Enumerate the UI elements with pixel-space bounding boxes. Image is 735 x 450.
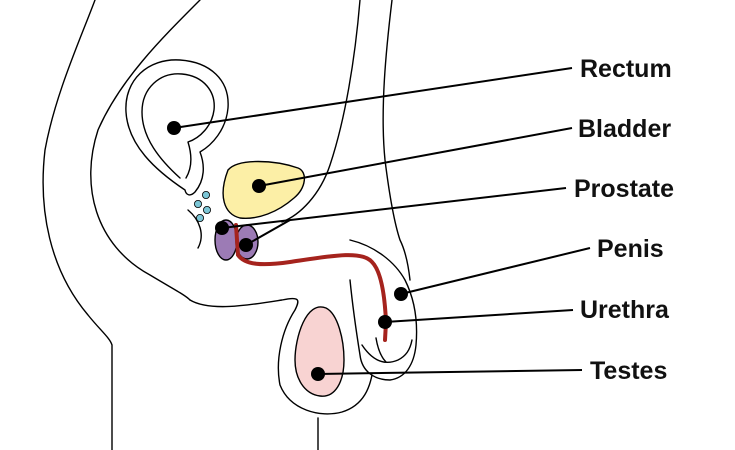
marker-rectum: [167, 121, 181, 135]
label-testes: Testes: [590, 357, 667, 385]
label-bladder: Bladder: [578, 115, 671, 143]
back-inner-contour: [90, 0, 201, 301]
label-penis: Penis: [597, 235, 664, 263]
rectum-outer-wall: [125, 59, 229, 196]
vesicle-2: [193, 199, 202, 208]
seminal-vesicles: [193, 190, 211, 222]
body-outline: [42, 0, 418, 450]
marker-penis: [394, 287, 408, 301]
marker-bladder: [252, 179, 266, 193]
testes-shape: [294, 306, 345, 397]
back-contour: [42, 0, 113, 450]
glans-contour: [361, 339, 413, 363]
abdomen-inner-contour: [281, 0, 361, 223]
leader-urethra: [384, 309, 574, 323]
rectum: [125, 59, 229, 249]
label-rectum: Rectum: [580, 55, 672, 83]
leader-testes: [317, 369, 583, 375]
leader-prostate-2: [245, 219, 291, 246]
marker-dots: [167, 121, 408, 381]
leader-bladder: [258, 127, 573, 187]
vesicle-1: [201, 190, 210, 199]
foreskin-contour: [375, 337, 387, 363]
marker-testes: [311, 367, 325, 381]
marker-prostate-right: [239, 238, 253, 252]
urethra: [234, 223, 389, 342]
marker-prostate-left: [215, 221, 229, 235]
vesicle-3: [202, 205, 211, 214]
rectum-fold: [187, 209, 202, 249]
abdomen-contour: [382, 0, 411, 281]
perineum-contour: [189, 297, 373, 415]
vesicle-4: [195, 213, 204, 222]
label-prostate: Prostate: [574, 175, 674, 203]
leader-rectum: [173, 67, 573, 129]
penis-contour: [349, 239, 418, 381]
label-urethra: Urethra: [580, 296, 670, 324]
labels: Rectum Bladder Prostate Penis Urethra Te…: [574, 55, 674, 385]
leader-prostate-1: [221, 187, 567, 229]
testes: [294, 306, 345, 397]
marker-urethra: [378, 315, 392, 329]
leader-lines: [173, 67, 591, 375]
leader-penis: [400, 247, 591, 295]
rectum-inner-wall: [141, 73, 215, 179]
